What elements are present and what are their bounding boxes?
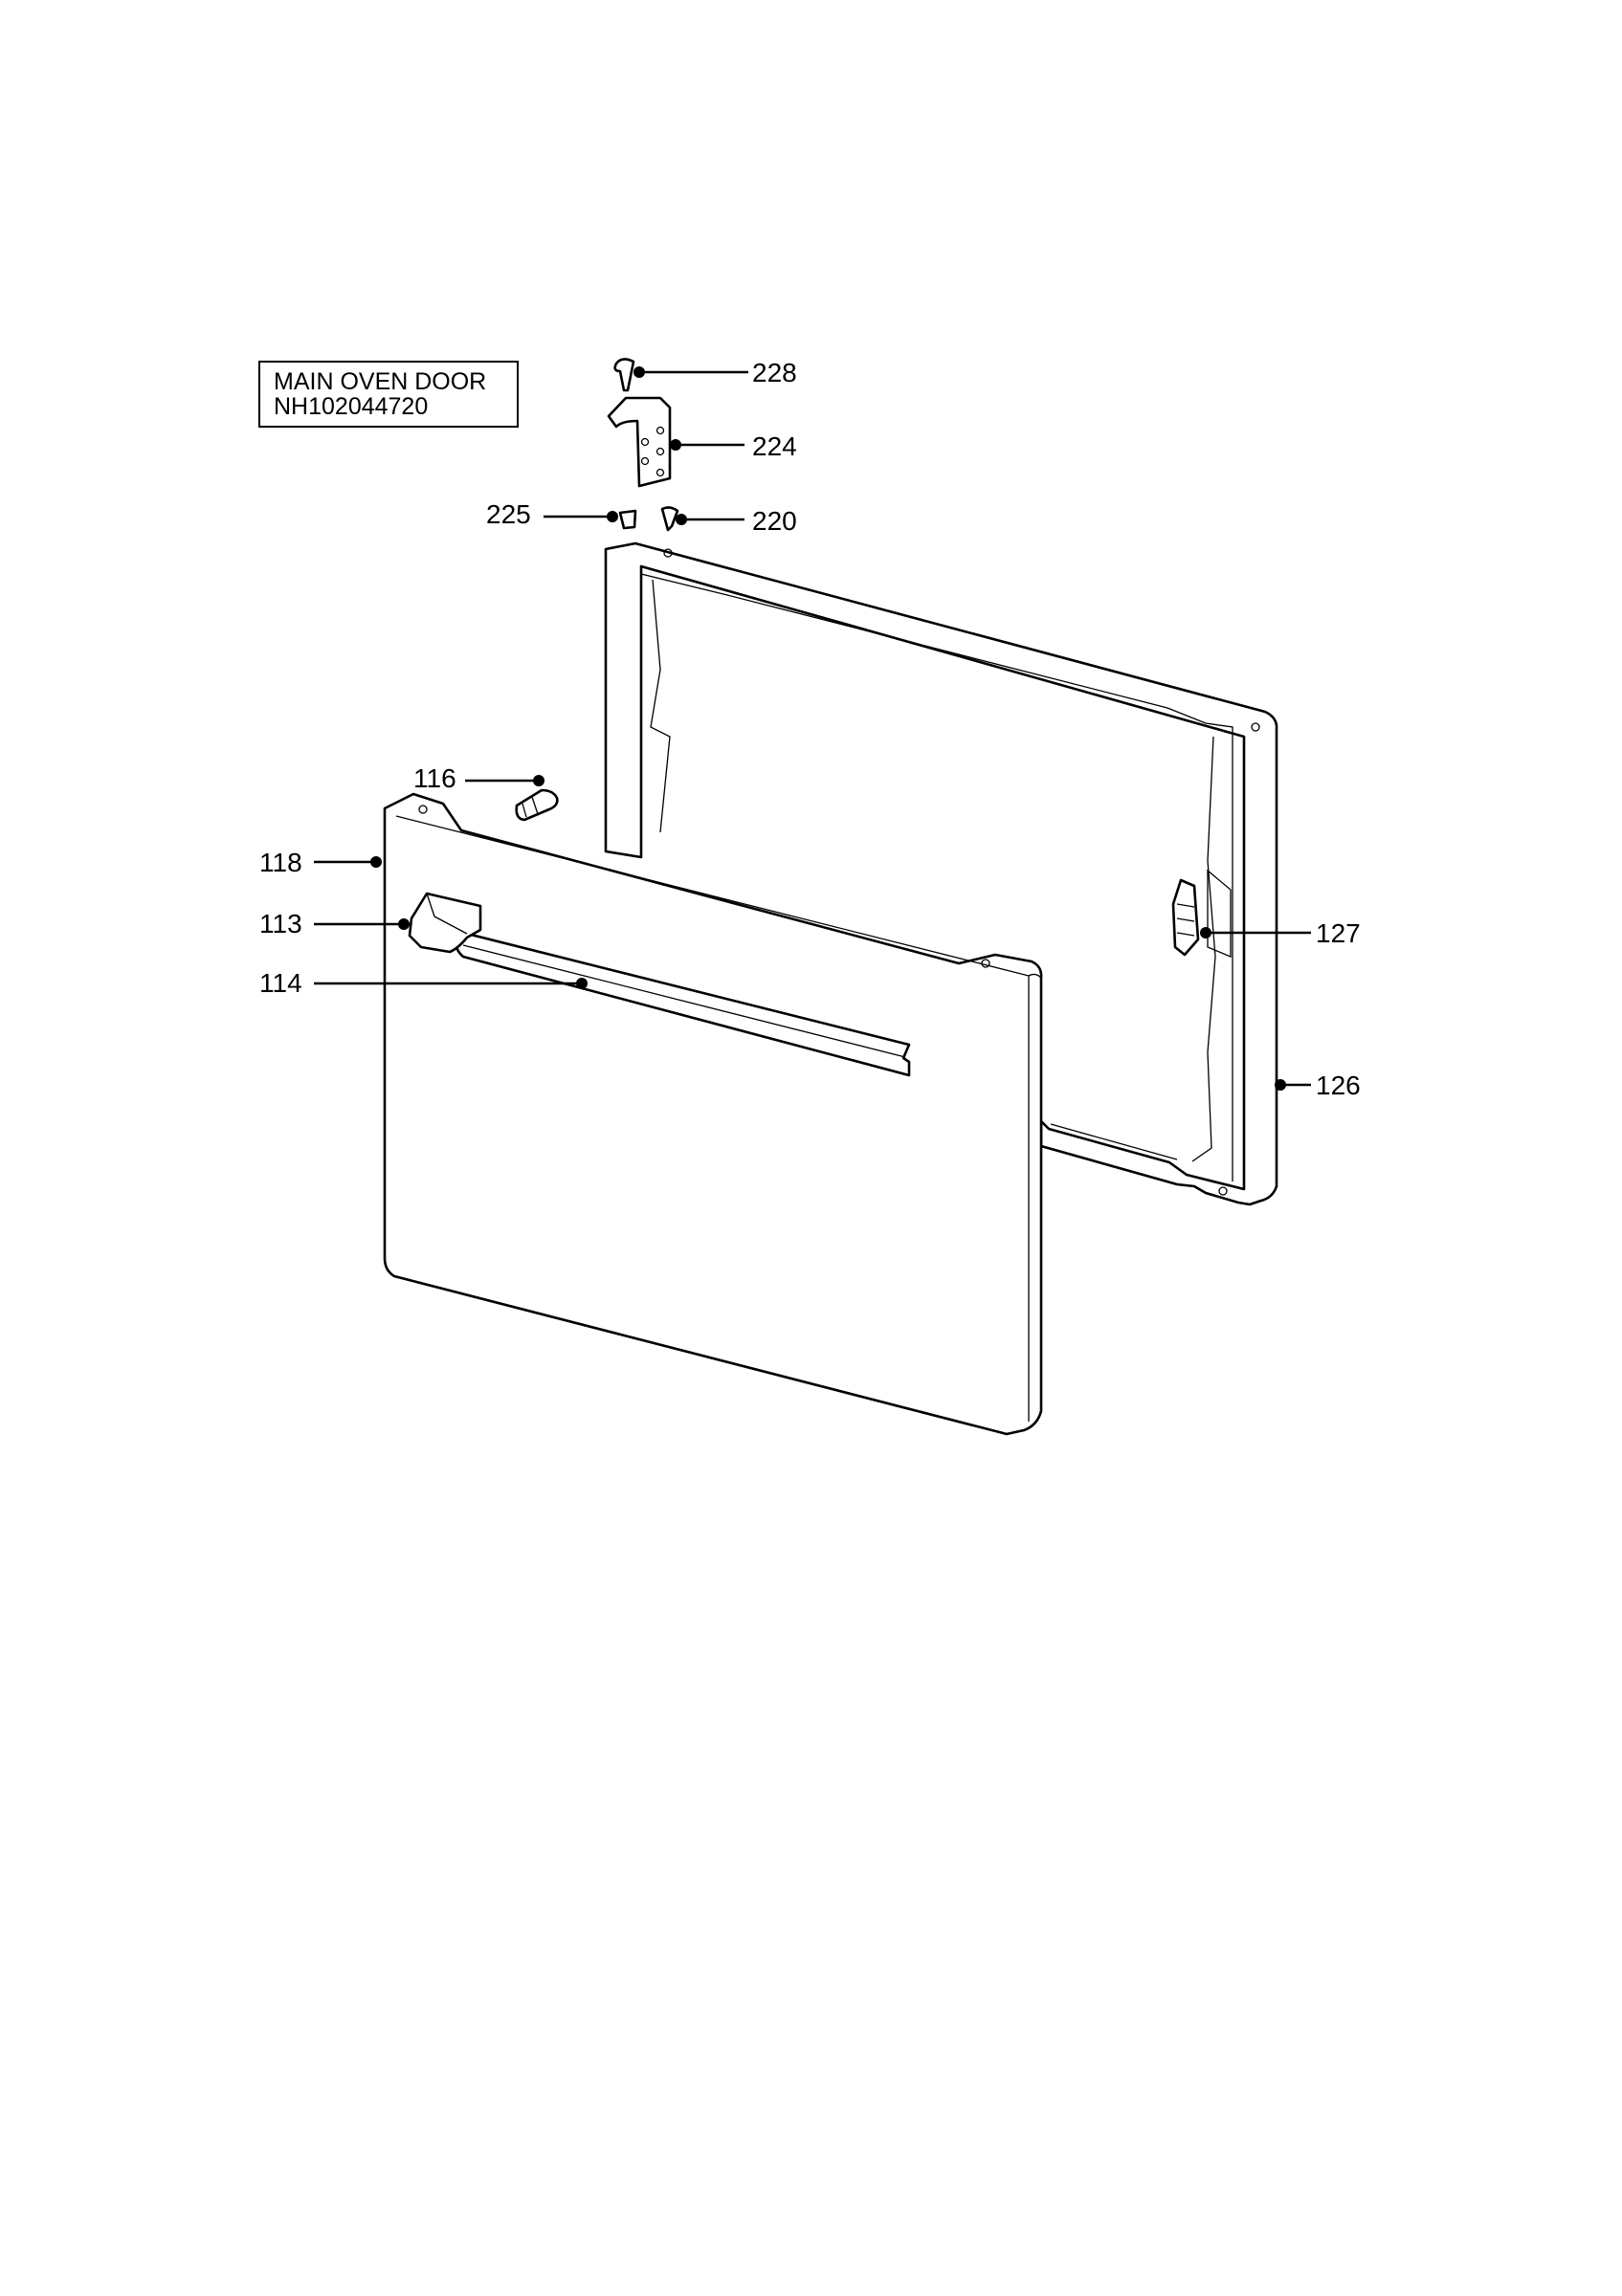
callout-224: 224 (752, 431, 797, 461)
callout-116: 116 (413, 763, 456, 793)
callout-113: 113 (259, 909, 302, 938)
callout-118: 118 (259, 848, 302, 877)
handle-end-cap (408, 892, 482, 954)
diagram-code: NH102044720 (274, 393, 429, 420)
callout-228: 228 (752, 358, 797, 387)
outer-door-panel (383, 792, 1043, 1436)
diagram-title-box: MAIN OVEN DOOR NH102044720 (258, 361, 519, 428)
callout-220: 220 (752, 506, 797, 536)
callout-126: 126 (1316, 1071, 1361, 1100)
callout-114: 114 (259, 968, 302, 998)
callout-labels: 228 224 225 220 116 118 113 114 127 126 (259, 358, 1361, 1100)
hinge-bracket (607, 396, 672, 488)
pin-220 (660, 506, 679, 532)
callout-225: 225 (486, 499, 531, 529)
callout-127: 127 (1316, 918, 1361, 948)
cap-225 (618, 509, 637, 530)
leader-lines (314, 366, 1311, 1091)
inner-door-frame (604, 541, 1278, 1206)
screw-228 (613, 358, 635, 392)
screw-116 (515, 788, 559, 822)
diagram-title: MAIN OVEN DOOR (274, 368, 487, 395)
